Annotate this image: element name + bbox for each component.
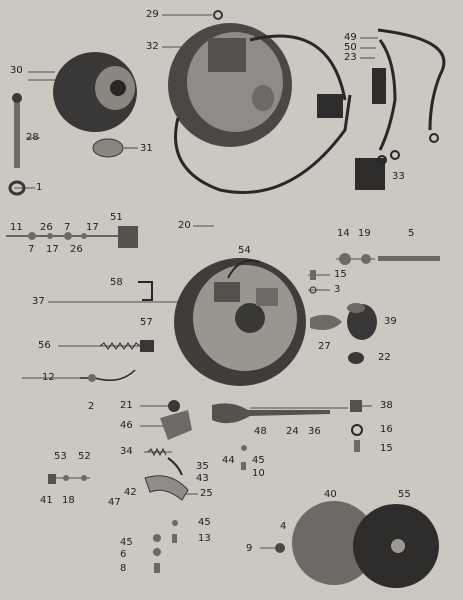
callout-23: 23 (344, 52, 357, 63)
bolt-part (8, 93, 26, 196)
callout-47: 47 (108, 497, 121, 508)
callout-15a: 15 (334, 269, 347, 280)
callout-2: 2 (88, 401, 95, 412)
callout-43: 43 (196, 473, 209, 484)
callout-9: 9 (246, 543, 253, 554)
callout-44: 44 (222, 455, 235, 466)
callout-42: 42 (124, 487, 137, 498)
stator-top (168, 10, 292, 147)
callout-41: 41 (40, 495, 53, 506)
callout-22: 22 (378, 352, 391, 363)
callout-51: 51 (110, 212, 123, 223)
callout-31: 31 (140, 143, 153, 154)
callout-53: 53 (54, 451, 67, 462)
callout-1: 1 (36, 182, 43, 193)
callout-38: 38 (380, 400, 393, 411)
callout-18: 18 (62, 495, 75, 506)
callout-46: 46 (120, 420, 133, 431)
callout-50: 50 (344, 42, 357, 53)
callout-17a: 17 (86, 222, 99, 233)
callout-10: 10 (252, 468, 265, 479)
cover-plates (275, 501, 439, 588)
callout-33: 33 (392, 171, 405, 182)
callout-45c: 45 (120, 537, 133, 548)
rotor-part (53, 52, 137, 132)
callout-13: 13 (198, 533, 211, 544)
callout-55: 55 (398, 489, 411, 500)
callout-32: 32 (146, 41, 159, 52)
callout-54: 54 (238, 245, 251, 256)
callout-29: 29 (146, 9, 159, 20)
stator-middle (174, 258, 306, 386)
callout-8: 8 (120, 563, 127, 574)
callout-17b: 17 (46, 244, 59, 255)
callout-52: 52 (78, 451, 91, 462)
callout-58: 58 (110, 277, 123, 288)
callout-37: 37 (32, 296, 45, 307)
callout-28: 28 (26, 132, 39, 143)
callout-6: 6 (120, 549, 127, 560)
callout-26a: 26 (40, 222, 53, 233)
callout-11: 11 (10, 222, 23, 233)
callout-12: 12 (42, 372, 55, 383)
callout-36: 36 (308, 426, 321, 437)
callout-49: 49 (344, 32, 357, 43)
callout-3: 3 (334, 284, 341, 295)
callout-16: 16 (380, 424, 393, 435)
callout-5: 5 (408, 228, 415, 239)
callout-35: 35 (196, 461, 209, 472)
callout-19: 19 (358, 228, 371, 239)
callout-34: 34 (120, 446, 133, 457)
callout-27: 27 (318, 341, 331, 352)
callout-39: 39 (384, 316, 397, 327)
callout-20: 20 (178, 220, 191, 231)
callout-57: 57 (140, 317, 153, 328)
callout-45a: 45 (252, 455, 265, 466)
callout-45b: 45 (198, 517, 211, 528)
callout-40: 40 (324, 489, 337, 500)
callout-15b: 15 (380, 443, 393, 454)
callout-25: 25 (200, 488, 213, 499)
callout-4: 4 (280, 521, 287, 532)
callout-24: 24 (286, 426, 299, 437)
callout-14: 14 (337, 228, 350, 239)
callout-7a: 7 (64, 222, 71, 233)
callout-30: 30 (10, 65, 23, 76)
callout-26b: 26 (70, 244, 83, 255)
callout-21: 21 (120, 400, 133, 411)
callout-56: 56 (38, 340, 51, 351)
callout-7b: 7 (28, 244, 35, 255)
callout-48: 48 (254, 426, 267, 437)
